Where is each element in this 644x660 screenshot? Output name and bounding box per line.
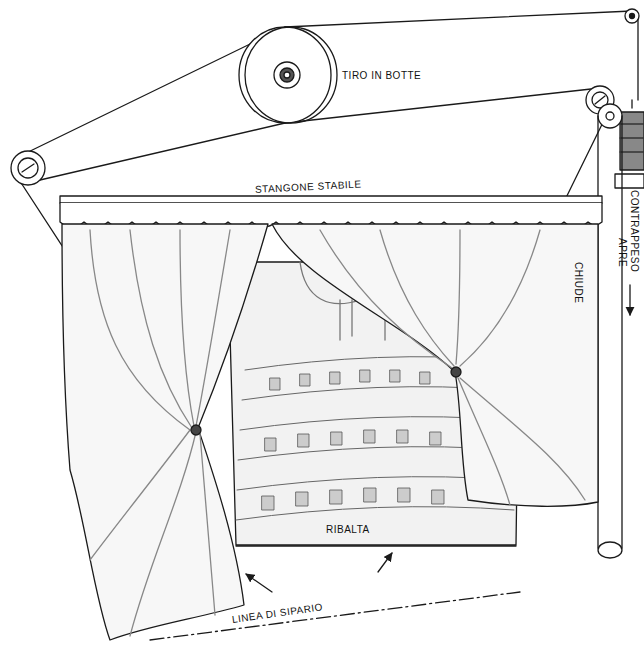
text-label: CHIUDE (572, 262, 584, 303)
batten-valance (60, 196, 602, 227)
curtain-line (150, 546, 520, 640)
text-label: APRE (616, 238, 628, 267)
text-label: LINEA DI SIPARIO (231, 601, 324, 626)
drum-pulley (239, 27, 337, 123)
text-label: STANGONE STABILE (255, 178, 362, 196)
text-label: RIBALTA (326, 524, 370, 536)
text-label: TIRO IN BOTTE (342, 70, 421, 82)
right-curtain (272, 224, 598, 506)
small-pulleys (11, 9, 639, 185)
text-label: CONTRAPPESO (628, 190, 640, 272)
left-curtain (62, 224, 268, 640)
